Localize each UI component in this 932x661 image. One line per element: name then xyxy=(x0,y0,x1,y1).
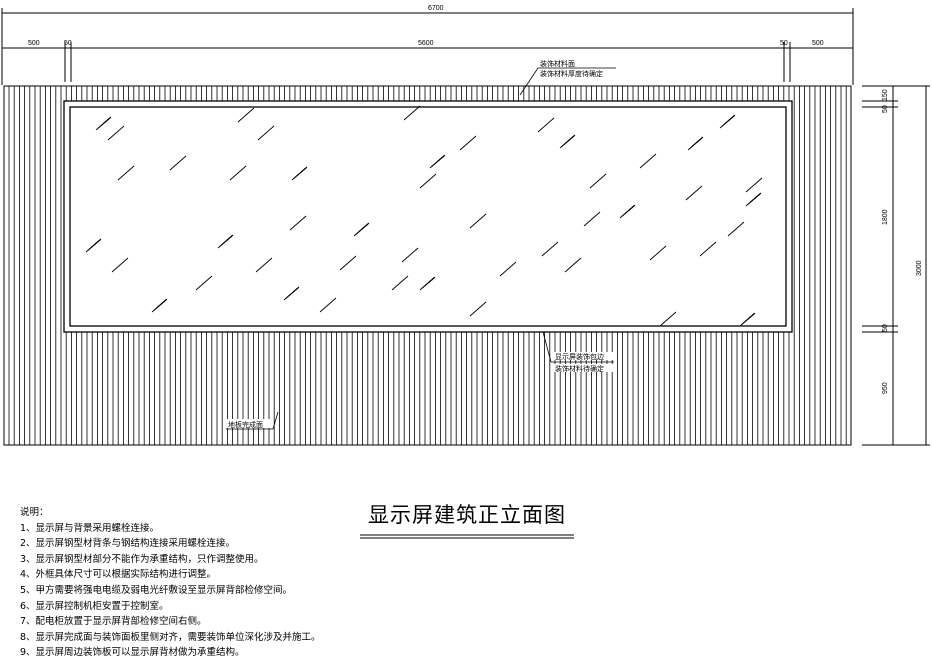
glass-reflection-line xyxy=(469,301,487,317)
dim-bottom-gap: 50 xyxy=(882,324,889,332)
glass-reflection-line xyxy=(469,213,487,229)
glass-hatch-line xyxy=(728,114,736,121)
notes-section: 说明： 1、显示屏与背景采用螺栓连接。 2、显示屏钢型材背条与钢结构连接采用螺栓… xyxy=(20,505,640,661)
glass-reflection-line xyxy=(117,165,135,181)
glass-reflection-line xyxy=(419,173,437,189)
leader-floor xyxy=(226,411,279,430)
title-underline xyxy=(360,534,574,539)
glass-reflection-line xyxy=(107,125,125,141)
dim-screen-height: 1800 xyxy=(882,209,889,225)
glass-reflection-line xyxy=(564,257,582,273)
glass-reflection-line xyxy=(111,257,129,273)
glass-hatch-line xyxy=(226,234,234,241)
glass-hatch-line xyxy=(300,166,308,173)
notes-heading: 说明： xyxy=(20,507,49,518)
annotation-floor-finish: 地板完成面 xyxy=(228,420,263,429)
glass-reflection-line xyxy=(319,297,337,313)
top-segment-dimension xyxy=(2,42,853,82)
right-dimension xyxy=(862,85,930,446)
note-item: 3、显示屏钢型材部分不能作为承重结构，只作调整使用。 xyxy=(20,553,264,565)
glass-reflection-line xyxy=(169,155,187,171)
dim-screen-width: 5600 xyxy=(418,40,434,47)
glass-reflection-line xyxy=(237,107,255,123)
glass-hatch-line xyxy=(428,276,436,283)
note-item: 2、显示屏钢型材背条与钢结构连接采用螺栓连接。 xyxy=(20,538,236,550)
screen-panel xyxy=(69,106,787,327)
annotation-decor-thickness: 装饰材料厚度待确定 xyxy=(540,69,603,78)
glass-hatch-line xyxy=(362,222,370,229)
drawing-title: 显示屏建筑正立面图 xyxy=(368,503,566,527)
glass-hatch-line xyxy=(160,298,168,305)
annotation-screen-decor-edge: 显示屏装饰包边 xyxy=(555,352,604,361)
dim-left-margin: 500 xyxy=(28,40,40,47)
top-overall-dimension xyxy=(1,8,854,85)
glass-hatch-line xyxy=(292,286,300,293)
glass-reflection-line xyxy=(745,177,763,193)
glass-reflection-line xyxy=(195,275,213,291)
glass-hatch-line xyxy=(628,204,636,211)
dim-top-margin: 150 xyxy=(882,89,889,101)
glass-hatch-line xyxy=(104,116,112,123)
glass-hatch-line xyxy=(696,136,704,143)
annotation-decor-surface: 装饰材料面 xyxy=(540,59,575,68)
glass-hatch-line xyxy=(748,312,756,319)
glass-reflection-line xyxy=(537,117,555,133)
glass-reflection-line xyxy=(459,135,477,151)
glass-reflection-line xyxy=(255,257,273,273)
glass-reflection-line xyxy=(639,153,657,169)
leader-top xyxy=(519,67,616,96)
dim-right-margin: 500 xyxy=(812,40,824,47)
dim-bottom-height: 950 xyxy=(882,382,889,394)
glass-reflection-line xyxy=(659,311,677,327)
glass-reflection-line xyxy=(401,247,419,263)
note-item: 4、外框具体尺寸可以根据实际结构进行调整。 xyxy=(20,569,217,581)
glass-reflection-line xyxy=(391,275,409,291)
note-item: 1、显示屏与背景采用螺栓连接。 xyxy=(20,522,160,534)
note-item: 6、显示屏控制机柜安置于控制室。 xyxy=(20,600,169,612)
glass-reflection-line xyxy=(727,221,745,237)
glass-reflection-line xyxy=(339,255,357,271)
glass-reflection-line xyxy=(257,125,275,141)
glass-reflection-line xyxy=(289,215,307,231)
glass-reflection-line xyxy=(685,185,703,201)
glass-reflection-line xyxy=(229,165,247,181)
dim-overall-width: 6700 xyxy=(428,5,444,12)
glass-reflection-line xyxy=(583,211,601,227)
glass-reflection-line xyxy=(499,261,517,277)
glass-hatch-line xyxy=(438,154,446,161)
note-item: 7、配电柜放置于显示屏背部检修空间右侧。 xyxy=(20,616,207,628)
glass-hatch-line xyxy=(754,192,762,199)
dim-overall-height: 3000 xyxy=(916,260,923,276)
note-item: 8、显示屏完成面与装饰面板里侧对齐，需要装饰单位深化涉及并施工。 xyxy=(20,631,321,643)
dim-top-gap: 50 xyxy=(882,105,889,113)
glass-reflection-line xyxy=(649,245,667,261)
glass-hatch-marks xyxy=(85,105,763,327)
glass-reflection-line xyxy=(541,241,559,257)
dim-left-gap: 50 xyxy=(64,40,72,47)
glass-hatch-line xyxy=(94,238,102,245)
note-item: 9、显示屏周边装饰板可以显示屏背材做为承重结构。 xyxy=(20,647,245,659)
glass-reflection-line xyxy=(589,173,607,189)
glass-reflection-line xyxy=(403,105,421,121)
glass-reflection-line xyxy=(699,241,717,257)
note-item: 5、甲方需要将强电电缆及弱电光纤敷设至显示屏背部检修空间。 xyxy=(20,584,293,596)
glass-hatch-line xyxy=(568,134,576,141)
annotation-decor-material-tbd: 装饰材料待确定 xyxy=(555,364,604,373)
dim-right-gap: 50 xyxy=(780,40,788,47)
leader-bottom-right xyxy=(542,331,614,363)
